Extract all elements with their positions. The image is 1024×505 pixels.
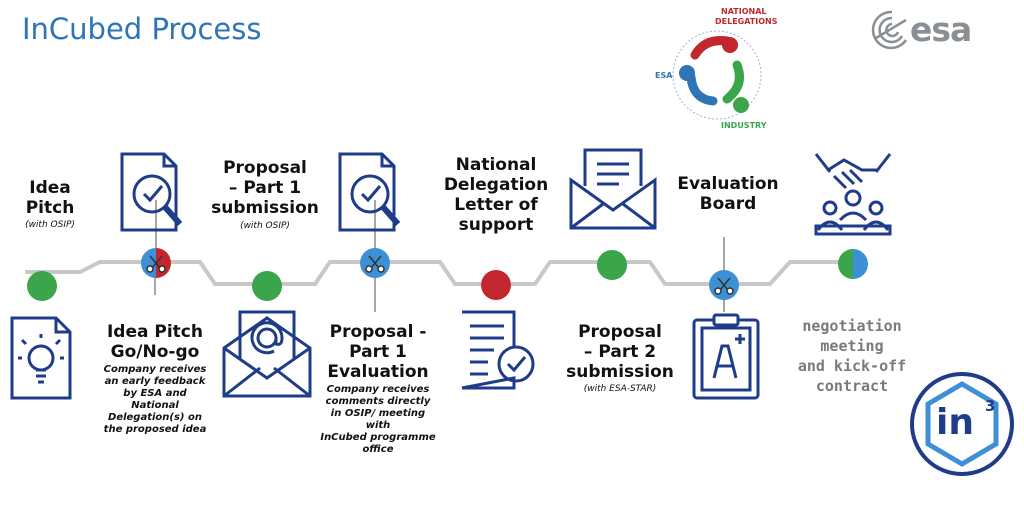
grade-clipboard-icon — [692, 313, 760, 400]
label-proposal-p1: Proposal – Part 1 submission — [211, 158, 319, 218]
handshake-meeting-icon — [814, 153, 892, 236]
email-envelope-icon — [222, 310, 312, 398]
sub-idea-pitch: (with OSIP) — [25, 220, 75, 230]
node-idea-pitch — [27, 271, 57, 301]
partner-label-industry: INDUSTRY — [721, 121, 767, 130]
in3-logo-sup: 3 — [985, 397, 996, 415]
sub-proposal-p1: (with OSIP) — [240, 221, 290, 231]
page-title: InCubed Process — [22, 12, 262, 46]
checklist-document-icon — [461, 310, 535, 390]
node-proposal-p1 — [252, 271, 282, 301]
esa-logo-text: esa — [910, 10, 972, 49]
lightbulb-document-icon — [10, 316, 72, 400]
node-proposal-p1-eval — [360, 248, 390, 278]
scissors-icon — [365, 255, 385, 273]
review-document-icon — [120, 152, 183, 232]
desc-proposal-p1-eval: Company receives comments directly in OS… — [320, 384, 436, 455]
node-national-delegation — [481, 270, 511, 300]
esa-logo: esa — [870, 8, 1010, 52]
label-final: negotiation meeting and kick-off contrac… — [797, 317, 907, 395]
node-idea-go — [141, 248, 171, 278]
desc-idea-go: Company receives an early feedback by ES… — [103, 364, 207, 435]
node-evaluation-board — [709, 270, 739, 300]
scissors-icon — [146, 255, 166, 273]
sub-proposal-p2: (with ESA-STAR) — [583, 384, 657, 394]
partner-label-national: NATIONAL — [721, 7, 767, 16]
label-proposal-p2: Proposal – Part 2 submission — [566, 322, 674, 382]
in3-logo — [910, 372, 1014, 476]
review-document-icon-2 — [338, 152, 401, 232]
node-final — [838, 249, 868, 279]
label-evaluation-board: Evaluation Board — [677, 174, 779, 214]
partner-label-delegations: DELEGATIONS — [715, 17, 778, 26]
label-proposal-p1-eval: Proposal - Part 1 Evaluation — [327, 322, 429, 382]
scissors-icon — [714, 277, 734, 295]
label-national-delegation: National Delegation Letter of support — [443, 155, 549, 235]
label-idea-go: Idea Pitch Go/No-go — [106, 322, 203, 362]
esa-globe-icon — [871, 10, 908, 50]
partner-logo: NATIONAL DELEGATIONS ESA INDUSTRY — [645, 3, 785, 133]
in3-logo-text: in — [936, 402, 974, 443]
letter-envelope-icon — [569, 148, 657, 230]
partner-label-esa: ESA — [655, 71, 673, 80]
label-idea-pitch: Idea Pitch — [25, 178, 75, 218]
node-proposal-p2 — [597, 250, 627, 280]
